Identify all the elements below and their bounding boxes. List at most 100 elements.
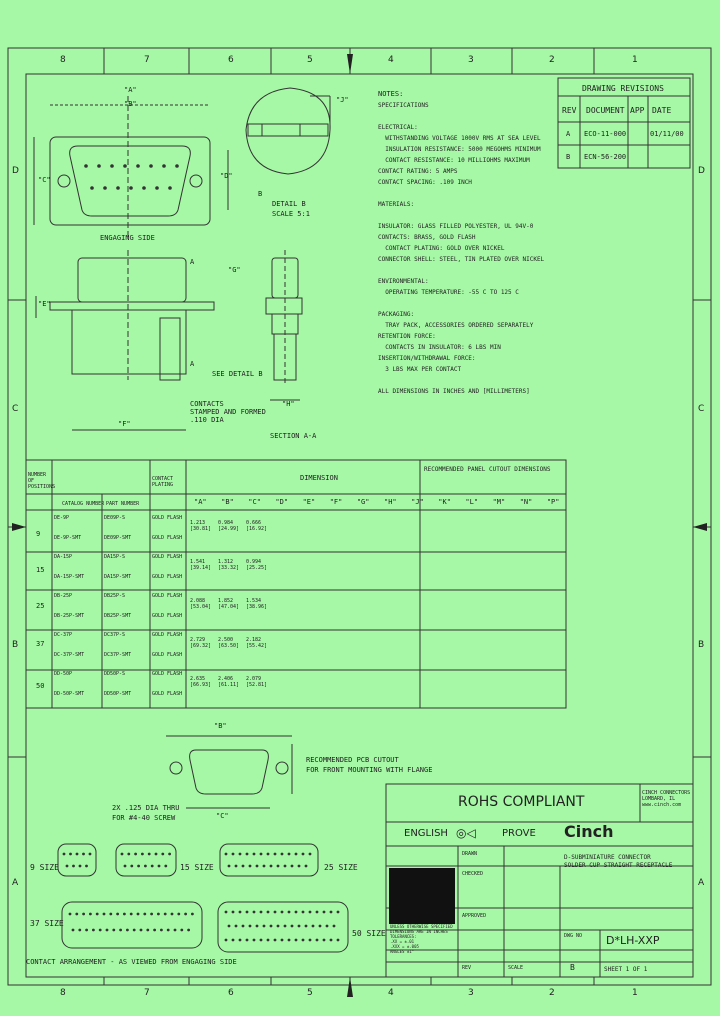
- table-cell: GOLD FLASH: [152, 515, 183, 521]
- zone-row-left-2: C: [12, 404, 19, 414]
- contact-pin: [336, 938, 340, 942]
- contact-pin: [301, 852, 305, 856]
- contact-pin: [238, 938, 242, 942]
- zone-col-top-8: 1: [632, 55, 638, 65]
- dimension-value: 2.729 [69.32]: [190, 637, 212, 649]
- dimension-value: 2.088 [53.04]: [190, 598, 212, 610]
- zone-col-bot-6: 3: [468, 988, 474, 998]
- dimension-header: "N": [519, 498, 533, 506]
- note-line: CONTACT PLATING: GOLD OVER NICKEL: [378, 245, 505, 252]
- note-line: CONTACT RATING: 5 AMPS: [378, 168, 458, 175]
- contact-pin: [266, 852, 270, 856]
- contact-pin: [109, 912, 113, 916]
- contact-pin: [227, 864, 231, 868]
- contact-pin: [224, 910, 228, 914]
- table-cell: GOLD FLASH: [152, 534, 183, 541]
- projection-icon: ◎◁: [456, 826, 476, 840]
- contact-pin: [231, 910, 235, 914]
- contact-pin: [290, 864, 294, 868]
- dimension-header: "C": [248, 498, 261, 506]
- rohs-label: ROHS COMPLIANT: [458, 794, 585, 810]
- table-cell: GOLD FLASH: [152, 671, 183, 677]
- contact-pin: [127, 852, 131, 856]
- part-number: D*LH-XXP: [606, 934, 660, 947]
- zone-col-bot-8: 1: [632, 988, 638, 998]
- contact-pin: [141, 852, 144, 856]
- table-cell: DA15P-SMT: [104, 573, 132, 580]
- contact-pin: [150, 864, 154, 868]
- cutout-note-1: RECOMMENDED PCB CUTOUT: [306, 756, 399, 764]
- contact-pin: [71, 928, 75, 932]
- inner-border: [25, 73, 694, 978]
- cutout-hole-note: 2X .125 DIA THRU: [112, 804, 180, 812]
- dimension-header: "K": [438, 498, 451, 506]
- contact-pin: [147, 852, 151, 856]
- contact-pin: [110, 164, 114, 168]
- detail-b-label: DETAIL B: [272, 200, 306, 208]
- contact-pin: [255, 864, 259, 868]
- table-cell: DD-50P-SMT: [54, 690, 85, 697]
- dimension-value: 2.079 [52.81]: [246, 676, 268, 688]
- contacts-note: CONTACTS STAMPED AND FORMED .110 DIA: [190, 400, 266, 424]
- note-line: OPERATING TEMPERATURE: -55 C TO 125 C: [378, 289, 519, 296]
- contact-pin: [245, 852, 249, 856]
- contact-pin: [72, 864, 75, 868]
- contact-pin: [266, 938, 270, 942]
- note-line: INSERTION/WITHDRAWAL FORCE:: [378, 355, 476, 362]
- company-info: CINCH CONNECTORS LOMBARD, IL www.cinch.c…: [642, 790, 691, 808]
- dimension-header: "F": [329, 498, 343, 506]
- zone-col-bot-3: 6: [228, 988, 234, 998]
- see-detail-b-label: SEE DETAIL B: [212, 370, 263, 378]
- dimension-value: 2.182 [55.42]: [246, 637, 268, 649]
- table-head-plating: CONTACT PLATING: [152, 476, 174, 488]
- table-cell: GOLD FLASH: [152, 632, 183, 638]
- table-cell: GOLD FLASH: [152, 612, 183, 619]
- contact-pin: [123, 912, 126, 916]
- contact-pin: [146, 928, 150, 932]
- title-line-2: SOLDER CUP STRAIGHT RECEPTACLE: [564, 862, 673, 869]
- contact-pin: [311, 924, 315, 928]
- note-line: ALL DIMENSIONS IN INCHES AND [MILLIMETER…: [378, 388, 530, 395]
- contact-pin: [164, 864, 168, 868]
- dimension-value: 1.312 [33.32]: [218, 559, 240, 571]
- table-cell: DE-9P-SMT: [54, 534, 82, 541]
- contact-pin: [132, 928, 136, 932]
- table-cell: DD-50P: [54, 671, 73, 677]
- note-line: CONTACT SPACING: .109 INCH: [378, 179, 472, 186]
- contact-pin: [149, 164, 153, 168]
- contact-pin: [98, 928, 102, 932]
- sheet-label: SHEET 1 OF 1: [604, 966, 648, 973]
- contact-pin: [103, 186, 107, 190]
- contact-pin: [280, 938, 284, 942]
- contact-pin: [191, 912, 194, 916]
- contact-pin: [75, 852, 79, 856]
- note-line: CONTACTS IN INSULATOR: 6 LBS MIN: [378, 344, 501, 351]
- contact-pin: [134, 852, 138, 856]
- contact-pin: [280, 910, 284, 914]
- rev-row2-doc: ECN-56-200: [584, 153, 627, 161]
- contact-pin: [322, 938, 326, 942]
- zone-col-top-2: 7: [144, 55, 150, 65]
- dim-label-h: "H": [282, 400, 295, 408]
- section-letter-a1: A: [190, 258, 195, 266]
- contact-pin: [157, 912, 160, 916]
- contact-pin: [119, 928, 122, 932]
- contact-pin: [259, 910, 263, 914]
- zone-row-right-1: D: [698, 166, 705, 176]
- dimension-value: 0.666 [16.92]: [246, 520, 268, 532]
- contact-pin: [297, 864, 301, 868]
- contact-pin: [308, 938, 312, 942]
- zone-col-bot-4: 5: [307, 988, 313, 998]
- contact-pin: [92, 928, 95, 932]
- contact-pin: [150, 912, 154, 916]
- contact-pin: [123, 164, 127, 168]
- contact-pin: [224, 852, 228, 856]
- front-view-pins: [84, 164, 179, 190]
- contact-pin: [322, 910, 326, 914]
- language-label: ENGLISH: [404, 828, 448, 839]
- contact-pin: [144, 864, 147, 868]
- rev-header-app: APP: [630, 106, 645, 115]
- contact-pin: [336, 910, 340, 914]
- note-line: PACKAGING:: [378, 311, 415, 318]
- dim-label-b: "B": [124, 100, 137, 108]
